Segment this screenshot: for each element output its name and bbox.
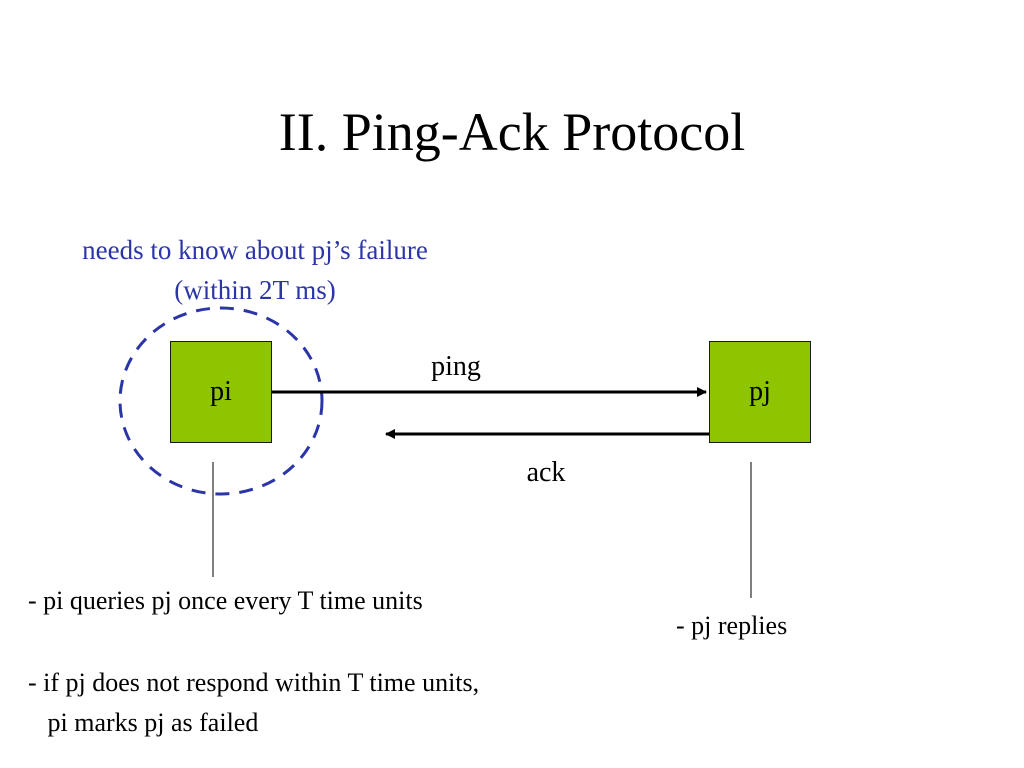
slide-title: II. Ping-Ack Protocol [278, 102, 746, 162]
pj-note-replies: - pj replies [676, 611, 788, 640]
failure-annotation-line2: (within 2T ms) [174, 275, 336, 305]
ping-label: ping [431, 351, 481, 382]
node-pj: pj [709, 341, 811, 443]
node-pj-label: pj [749, 376, 771, 407]
node-pi: pi [170, 341, 272, 443]
ack-label: ack [526, 457, 566, 488]
failure-annotation-line1: needs to know about pj’s failure [82, 235, 428, 265]
pi-note-query: - pi queries pj once every T time units [28, 586, 423, 615]
pi-note-timeout-line1: - if pj does not respond within T time u… [28, 668, 480, 697]
node-pi-label: pi [210, 376, 232, 407]
pi-note-timeout-line2: pi marks pj as failed [28, 708, 259, 737]
